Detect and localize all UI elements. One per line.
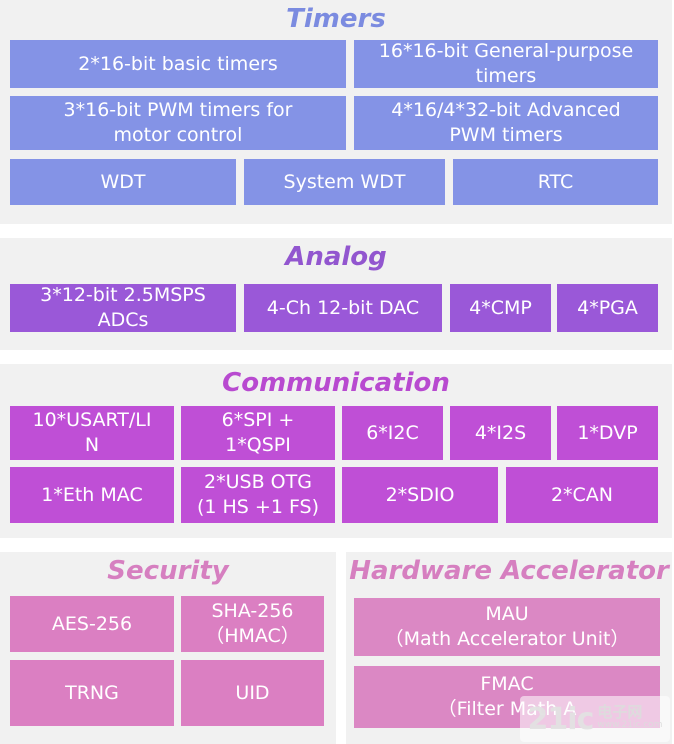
i2c-block: 6*I2C <box>342 406 443 460</box>
watermark-url: www.21ic.com <box>597 720 663 730</box>
eth-mac-block: 1*Eth MAC <box>10 467 174 523</box>
adcs-block: 3*12-bit 2.5MSPS ADCs <box>10 284 236 332</box>
hardware-accelerator-title: Hardware Accelerator <box>349 556 669 586</box>
uid-block: UID <box>181 660 324 726</box>
mau-block: MAU （Math Accelerator Unit） <box>354 598 660 656</box>
sdio-block: 2*SDIO <box>342 467 498 523</box>
trng-block: TRNG <box>10 660 174 726</box>
watermark-logo: 21ic <box>527 701 595 737</box>
spi-qspi-block: 6*SPI + 1*QSPI <box>181 406 335 460</box>
site-watermark: 21ic 电子网 www.21ic.com <box>520 696 670 742</box>
usb-otg-block: 2*USB OTG (1 HS +1 FS) <box>181 467 335 523</box>
can-block: 2*CAN <box>506 467 658 523</box>
rtc-block: RTC <box>453 159 658 205</box>
aes-block: AES-256 <box>10 596 174 652</box>
general-purpose-timers-block: 16*16-bit General-purpose timers <box>354 40 658 88</box>
analog-section: Analog 3*12-bit 2.5MSPS ADCs 4-Ch 12-bit… <box>0 238 672 350</box>
security-title: Security <box>107 556 229 586</box>
cmp-block: 4*CMP <box>450 284 551 332</box>
analog-title: Analog <box>285 242 387 272</box>
watermark-cn: 电子网 <box>597 703 643 721</box>
timers-section: Timers 2*16-bit basic timers 16*16-bit G… <box>0 0 672 224</box>
security-section: Security AES-256 SHA-256 （HMAC） TRNG UID <box>0 552 336 744</box>
communication-section: Communication 10*USART/LI N 6*SPI + 1*QS… <box>0 364 672 538</box>
basic-timers-block: 2*16-bit basic timers <box>10 40 346 88</box>
i2s-block: 4*I2S <box>450 406 551 460</box>
pwm-motor-timers-block: 3*16-bit PWM timers for motor control <box>10 96 346 150</box>
watermark-sub: 电子网 www.21ic.com <box>597 703 663 732</box>
timers-title: Timers <box>286 4 386 34</box>
dac-block: 4-Ch 12-bit DAC <box>244 284 442 332</box>
pga-block: 4*PGA <box>557 284 658 332</box>
sha-block: SHA-256 （HMAC） <box>181 596 324 652</box>
dvp-block: 1*DVP <box>557 406 658 460</box>
system-wdt-block: System WDT <box>244 159 445 205</box>
wdt-block: WDT <box>10 159 236 205</box>
usart-lin-block: 10*USART/LI N <box>10 406 174 460</box>
advanced-pwm-timers-block: 4*16/4*32-bit Advanced PWM timers <box>354 96 658 150</box>
communication-title: Communication <box>222 368 450 398</box>
